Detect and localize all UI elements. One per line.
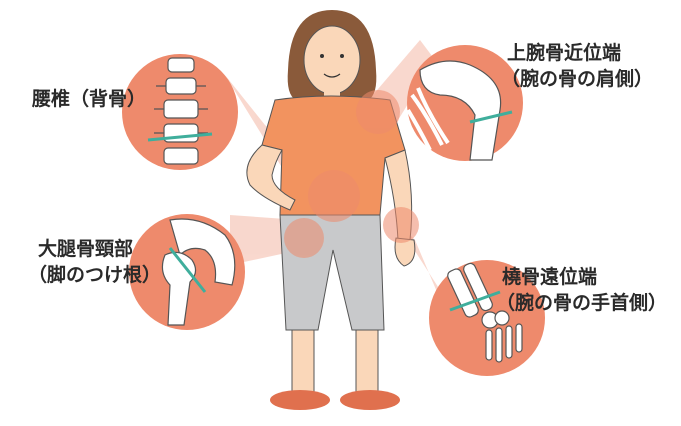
label-femoral-neck-line2: （脚のつけ根） — [28, 262, 161, 288]
callout-circle-lumbar — [122, 54, 238, 170]
right-shoe — [340, 390, 400, 410]
label-lumbar: 腰椎（背骨） — [32, 86, 146, 112]
label-proximal-humerus: 上腕骨近位端 （腕の骨の肩側） — [507, 40, 653, 92]
spot-wrist — [383, 207, 419, 243]
label-proximal-humerus-line1: 上腕骨近位端 — [507, 40, 653, 66]
left-shoe — [270, 390, 330, 410]
spot-shoulder — [356, 90, 400, 134]
label-distal-radius-line1: 橈骨遠位端 — [502, 264, 667, 290]
label-distal-radius: 橈骨遠位端 （腕の骨の手首側） — [502, 264, 667, 316]
label-femoral-neck-line1: 大腿骨頸部 — [38, 236, 161, 262]
label-distal-radius-line2: （腕の骨の手首側） — [496, 290, 667, 316]
callout-circle-shoulder — [407, 45, 523, 161]
label-femoral-neck: 大腿骨頸部 （脚のつけ根） — [32, 236, 161, 288]
spot-lumbar — [308, 170, 360, 222]
face — [304, 26, 360, 94]
spot-hip — [284, 218, 324, 258]
label-lumbar-line1: 腰椎（背骨） — [32, 86, 146, 112]
label-proximal-humerus-line2: （腕の骨の肩側） — [501, 66, 653, 92]
